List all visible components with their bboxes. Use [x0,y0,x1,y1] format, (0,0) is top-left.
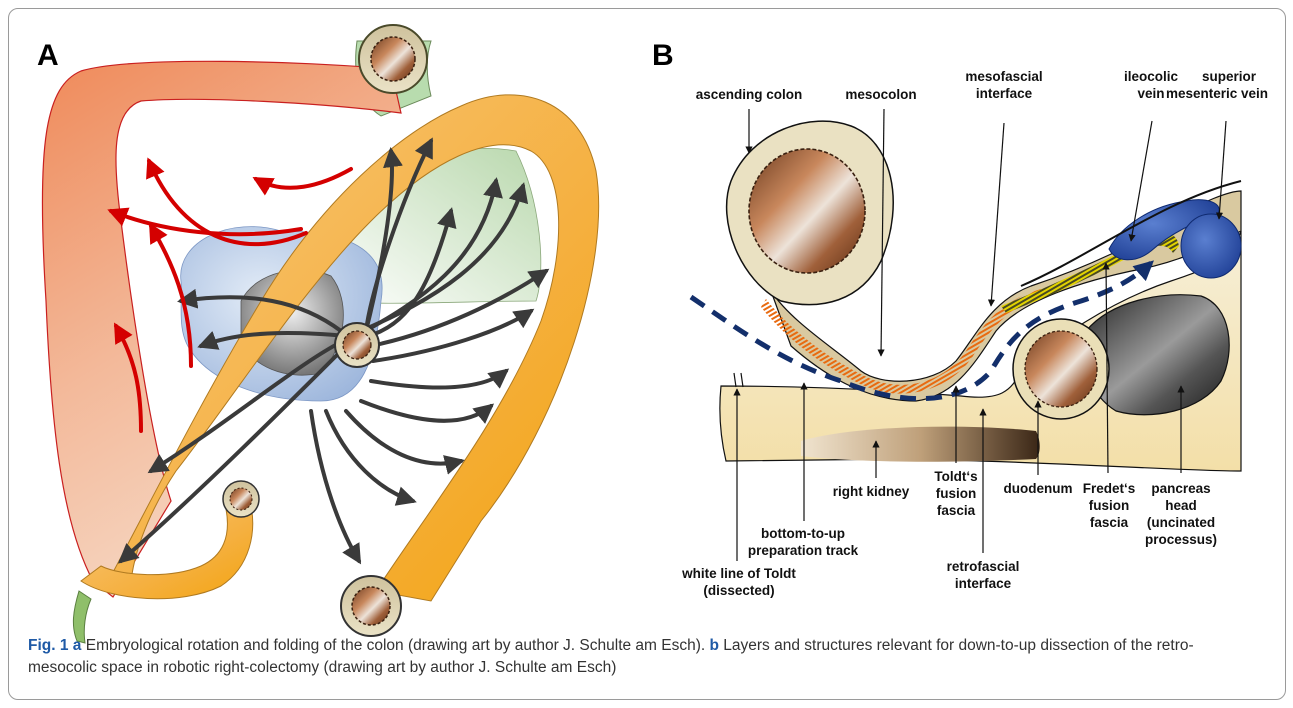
label-toldt-1: Toldt‘s [934,469,977,484]
label-retrofascial-2: interface [955,576,1012,591]
migration-arrow [256,169,351,188]
label-pancreas-1: pancreas [1151,481,1210,496]
label-bottom-up-2: preparation track [748,543,859,558]
label-pancreas-2: head [1165,498,1197,513]
label-white-line-2: (dissected) [703,583,774,598]
label-white-line-1: white line of Toldt [681,566,796,581]
label-toldt-2: fusion [936,486,977,501]
duodenum-shape [1013,319,1109,419]
label-mesocolon: mesocolon [845,87,916,102]
panel-b-letter: B [652,39,674,72]
cross-section-bottom [341,576,401,636]
label-pancreas-4: processus) [1145,532,1217,547]
label-right-kidney: right kidney [833,484,910,499]
label-fredet-3: fascia [1090,515,1129,530]
label-fredet-1: Fredet‘s [1083,481,1136,496]
label-ascending-colon: ascending colon [696,87,803,102]
white-line-of-toldt-mark [734,373,743,387]
label-smv-1: superior [1202,69,1257,84]
cross-section-ileum [223,481,259,517]
figure-caption: Fig. 1 a Embryological rotation and fold… [28,635,1258,679]
ascending-colon-shape [727,121,894,304]
figure-illustration: A [9,9,1286,700]
label-mesofascial-1: mesofascial [965,69,1042,84]
panel-a: A [37,25,599,643]
label-pancreas-3: (uncinated [1147,515,1215,530]
panel-a-letter: A [37,39,59,72]
label-fredet-2: fusion [1089,498,1130,513]
panel-b: B [652,39,1268,598]
leader-mesofascial [991,123,1004,306]
cross-section-top [359,25,427,93]
caption-b-letter: b [710,637,719,654]
cross-section-center [335,323,379,367]
label-bottom-up-1: bottom-to-up [761,526,845,541]
label-mesofascial-2: interface [976,86,1033,101]
label-retrofascial-1: retrofascial [947,559,1020,574]
rotation-arrow [371,371,506,388]
caption-a-text: Embryological rotation and folding of th… [81,637,709,654]
label-ileocolic-1: ileocolic [1124,69,1179,84]
label-duodenum: duodenum [1004,481,1073,496]
superior-mesenteric-vein-shape [1181,214,1241,278]
label-smv-2: mesenteric vein [1166,86,1268,101]
rotation-arrow [361,401,491,421]
label-ileocolic-2: vein [1137,86,1164,101]
caption-fig-label: Fig. 1 [28,637,68,654]
label-toldt-3: fascia [937,503,976,518]
figure-frame: A [8,8,1286,700]
